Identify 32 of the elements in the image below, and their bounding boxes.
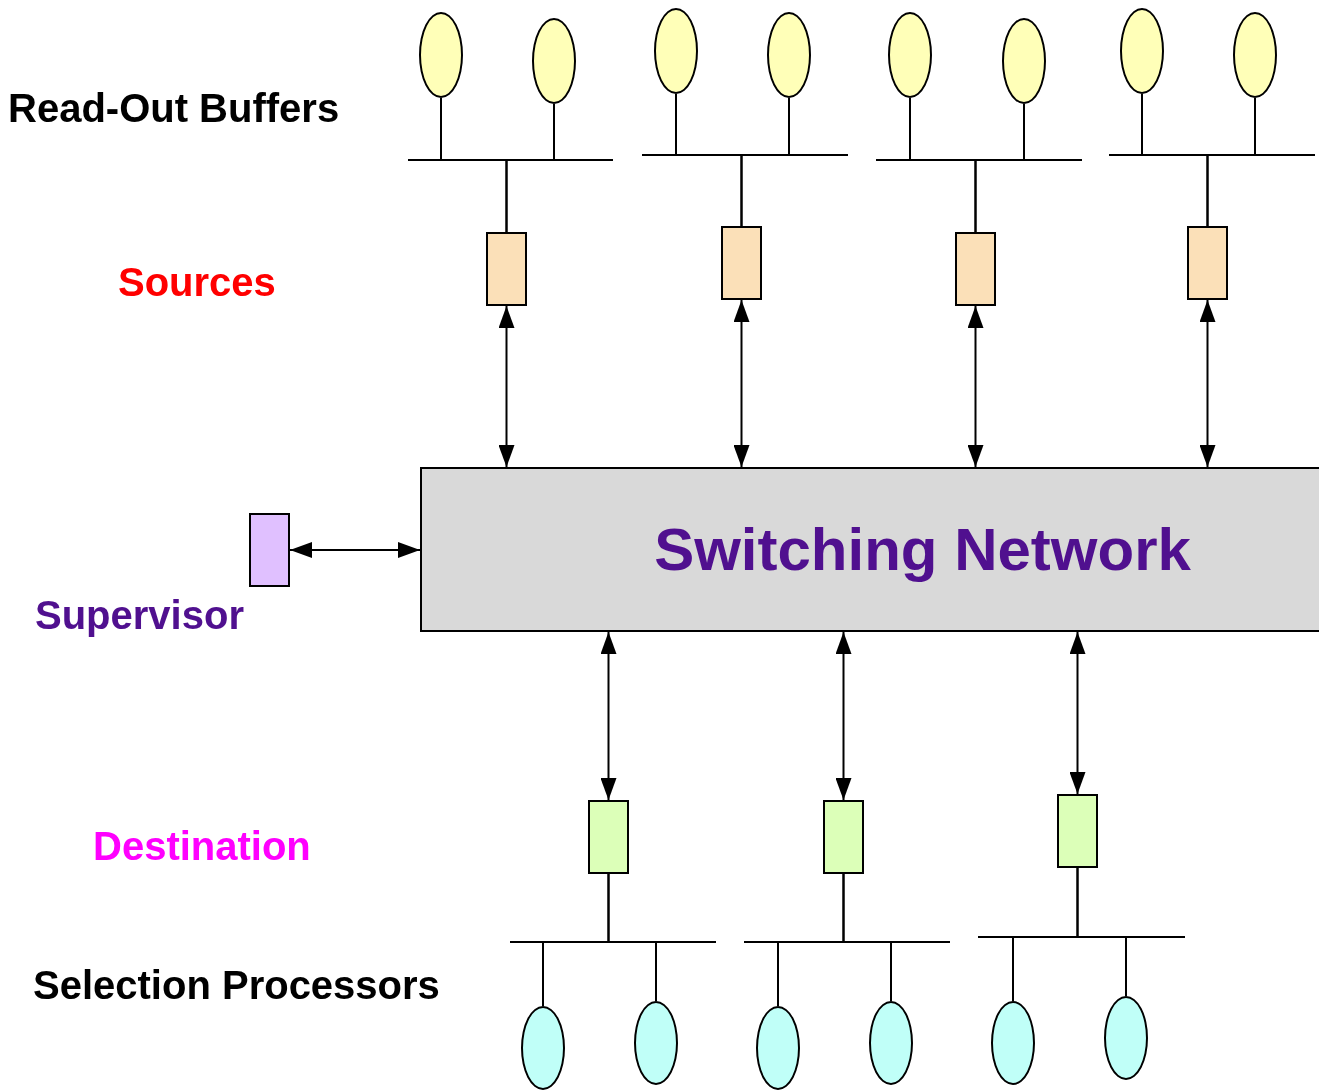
double-arrow (1199, 299, 1216, 468)
module-box (721, 226, 762, 300)
row-label: Sources (118, 262, 276, 302)
double-arrow (733, 299, 750, 468)
connector-line (1076, 867, 1127, 997)
module-box (249, 513, 290, 587)
connector-line (974, 103, 1025, 233)
double-arrow (498, 305, 515, 468)
double-arrow (835, 631, 852, 801)
buffer-ellipse (756, 1006, 800, 1090)
module-box (823, 800, 864, 874)
row-label: Supervisor (35, 595, 244, 635)
module-box (1187, 226, 1228, 300)
module-box (588, 800, 629, 874)
connector-line (1206, 97, 1256, 227)
double-arrow (967, 305, 984, 468)
double-arrow (289, 542, 421, 558)
buffer-ellipse (521, 1006, 565, 1090)
row-label: Selection Processors (33, 965, 440, 1005)
connector-line (607, 873, 657, 1002)
row-label: Read-Out Buffers (8, 88, 340, 128)
module-box (486, 232, 527, 306)
connector-line (505, 103, 555, 233)
double-arrow (1069, 631, 1086, 795)
connector-line (842, 873, 892, 1002)
module-box (955, 232, 996, 306)
row-label: Destination (93, 826, 311, 866)
network-title: Switching Network (654, 515, 1191, 584)
connector-line (740, 97, 790, 227)
network-box (420, 467, 1319, 632)
module-box (1057, 794, 1098, 868)
double-arrow (600, 631, 617, 801)
